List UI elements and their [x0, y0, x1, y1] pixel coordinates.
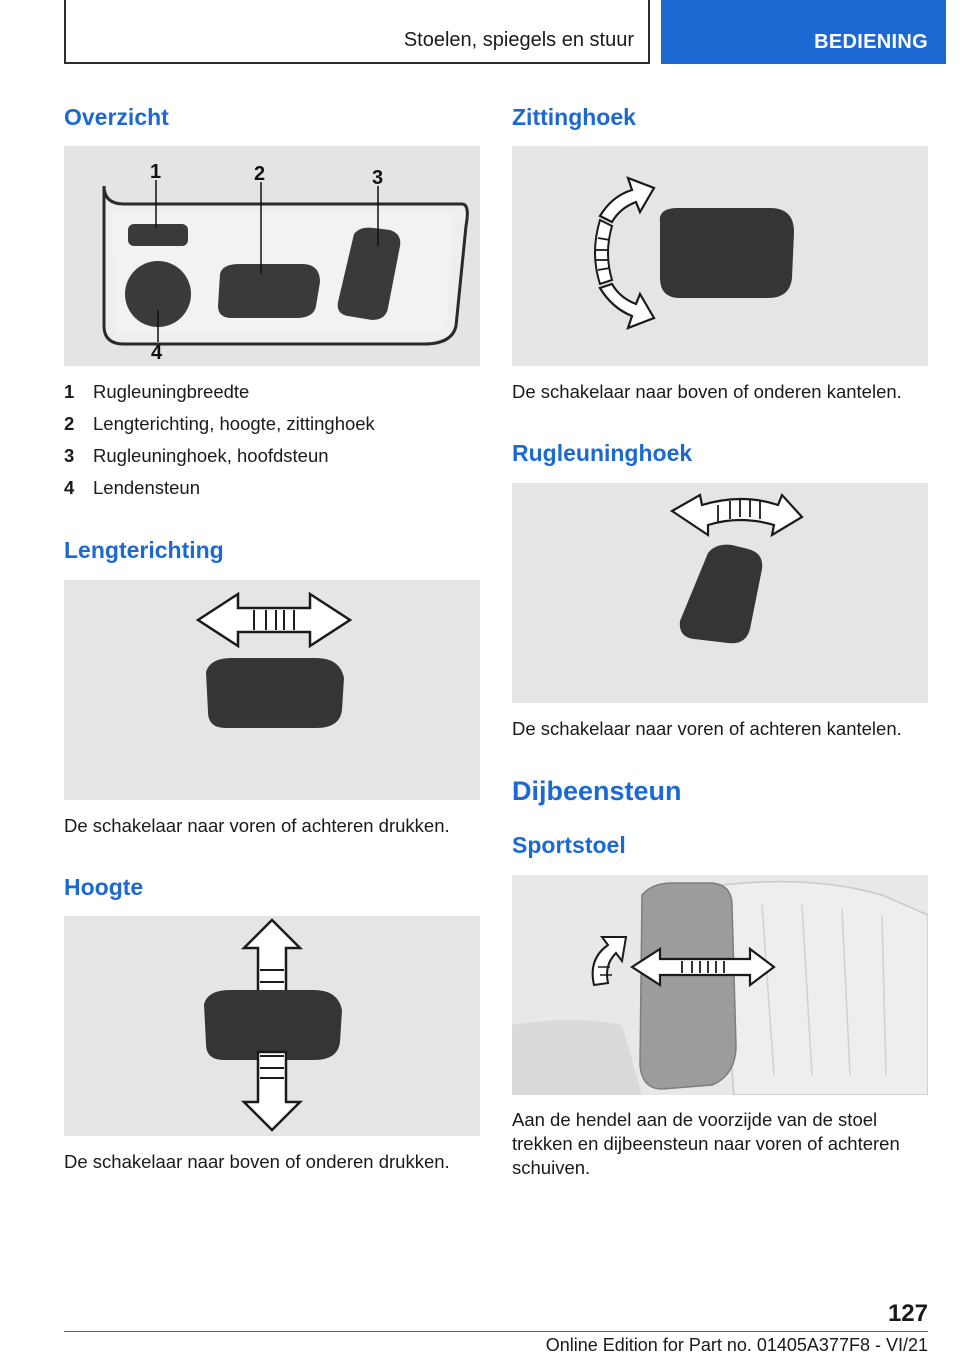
backrest-heading: Rugleuninghoek [512, 440, 693, 466]
sport-seat-instruction-line: schuiven. [512, 1157, 591, 1178]
legend-item: 4 Lendensteun [64, 476, 480, 508]
double-arrow-horizontal-icon [195, 591, 353, 649]
thigh-support-heading: Dijbeensteun [512, 776, 682, 806]
seat-switch [659, 208, 794, 298]
backrest-instruction: De schakelaar naar voren of achteren kan… [512, 718, 902, 739]
sport-seat-instruction: Aan de hendel aan de voorzijde van de st… [512, 1108, 928, 1180]
overview-heading: Overzicht [64, 104, 169, 130]
seat-angle-heading: Zittinghoek [512, 104, 636, 130]
legend-number: 4 [64, 477, 75, 498]
thigh-support-pad [639, 882, 737, 1090]
legend-item: 1 Rugleuningbreedte [64, 380, 480, 412]
legend-number: 3 [64, 445, 75, 466]
footer-edition: Online Edition for Part no. 01405A377F8 … [545, 1335, 928, 1355]
height-heading: Hoogte [64, 874, 144, 900]
seat-switch [206, 658, 344, 728]
sport-seat-instruction-line: trekken en dijbeensteun naar voren of ac… [512, 1133, 900, 1154]
sport-seat-figure [512, 875, 928, 1095]
callout-4: 4 [151, 342, 163, 364]
callout-2: 2 [254, 163, 265, 185]
overview-legend: 1 Rugleuningbreedte 2 Lengterichting, ho… [64, 380, 480, 508]
legend-label: Rugleuningbreedte [93, 381, 250, 402]
arrow-down-icon [240, 1050, 304, 1132]
footer-divider [64, 1331, 928, 1332]
length-heading: Lengterichting [64, 537, 224, 563]
seat-switch [218, 264, 320, 318]
arrow-curved-down-icon [598, 282, 656, 330]
seat-switch [204, 990, 342, 1060]
length-figure [64, 580, 480, 800]
double-arrow-horizontal-icon [629, 946, 776, 988]
legend-item: 3 Rugleuninghoek, hoofdsteun [64, 444, 480, 476]
header-section-title: Stoelen, spiegels en stuur [403, 29, 634, 51]
legend-number: 1 [64, 381, 75, 402]
seat-angle-instruction: De schakelaar naar boven of onderen kant… [512, 381, 902, 402]
legend-number: 2 [64, 413, 75, 434]
sport-seat-heading: Sportstoel [512, 832, 626, 858]
callout-3: 3 [372, 167, 383, 189]
lever-pull-arrow-icon [591, 936, 628, 987]
height-instruction: De schakelaar naar boven of onderen druk… [64, 1151, 450, 1172]
backrest-width-switch [128, 224, 188, 246]
seat-angle-figure [512, 146, 928, 366]
backrest-switch [679, 544, 763, 644]
legend-label: Lengterichting, hoogte, zittinghoek [93, 413, 375, 434]
length-instruction: De schakelaar naar voren of achteren dru… [64, 815, 450, 836]
arrow-curved-up-icon [598, 176, 656, 224]
backrest-switch [337, 227, 401, 320]
header-chapter-tab[interactable]: BEDIENING [661, 0, 946, 64]
legend-item: 2 Lengterichting, hoogte, zittinghoek [64, 412, 480, 444]
header-section-box: Stoelen, spiegels en stuur [64, 0, 650, 64]
arrow-curved-horizontal-icon [669, 492, 804, 538]
sport-seat-instruction-line: Aan de hendel aan de voorzijde van de st… [512, 1109, 878, 1130]
header-chapter-label: BEDIENING [814, 31, 928, 53]
backrest-figure [512, 483, 928, 703]
lumbar-switch [125, 261, 191, 327]
callout-1: 1 [150, 161, 161, 183]
height-figure [64, 916, 480, 1136]
legend-label: Lendensteun [93, 477, 200, 498]
overview-figure: 1 2 3 4 [64, 146, 480, 366]
page-number: 127 [887, 1300, 928, 1327]
legend-label: Rugleuninghoek, hoofdsteun [93, 445, 329, 466]
